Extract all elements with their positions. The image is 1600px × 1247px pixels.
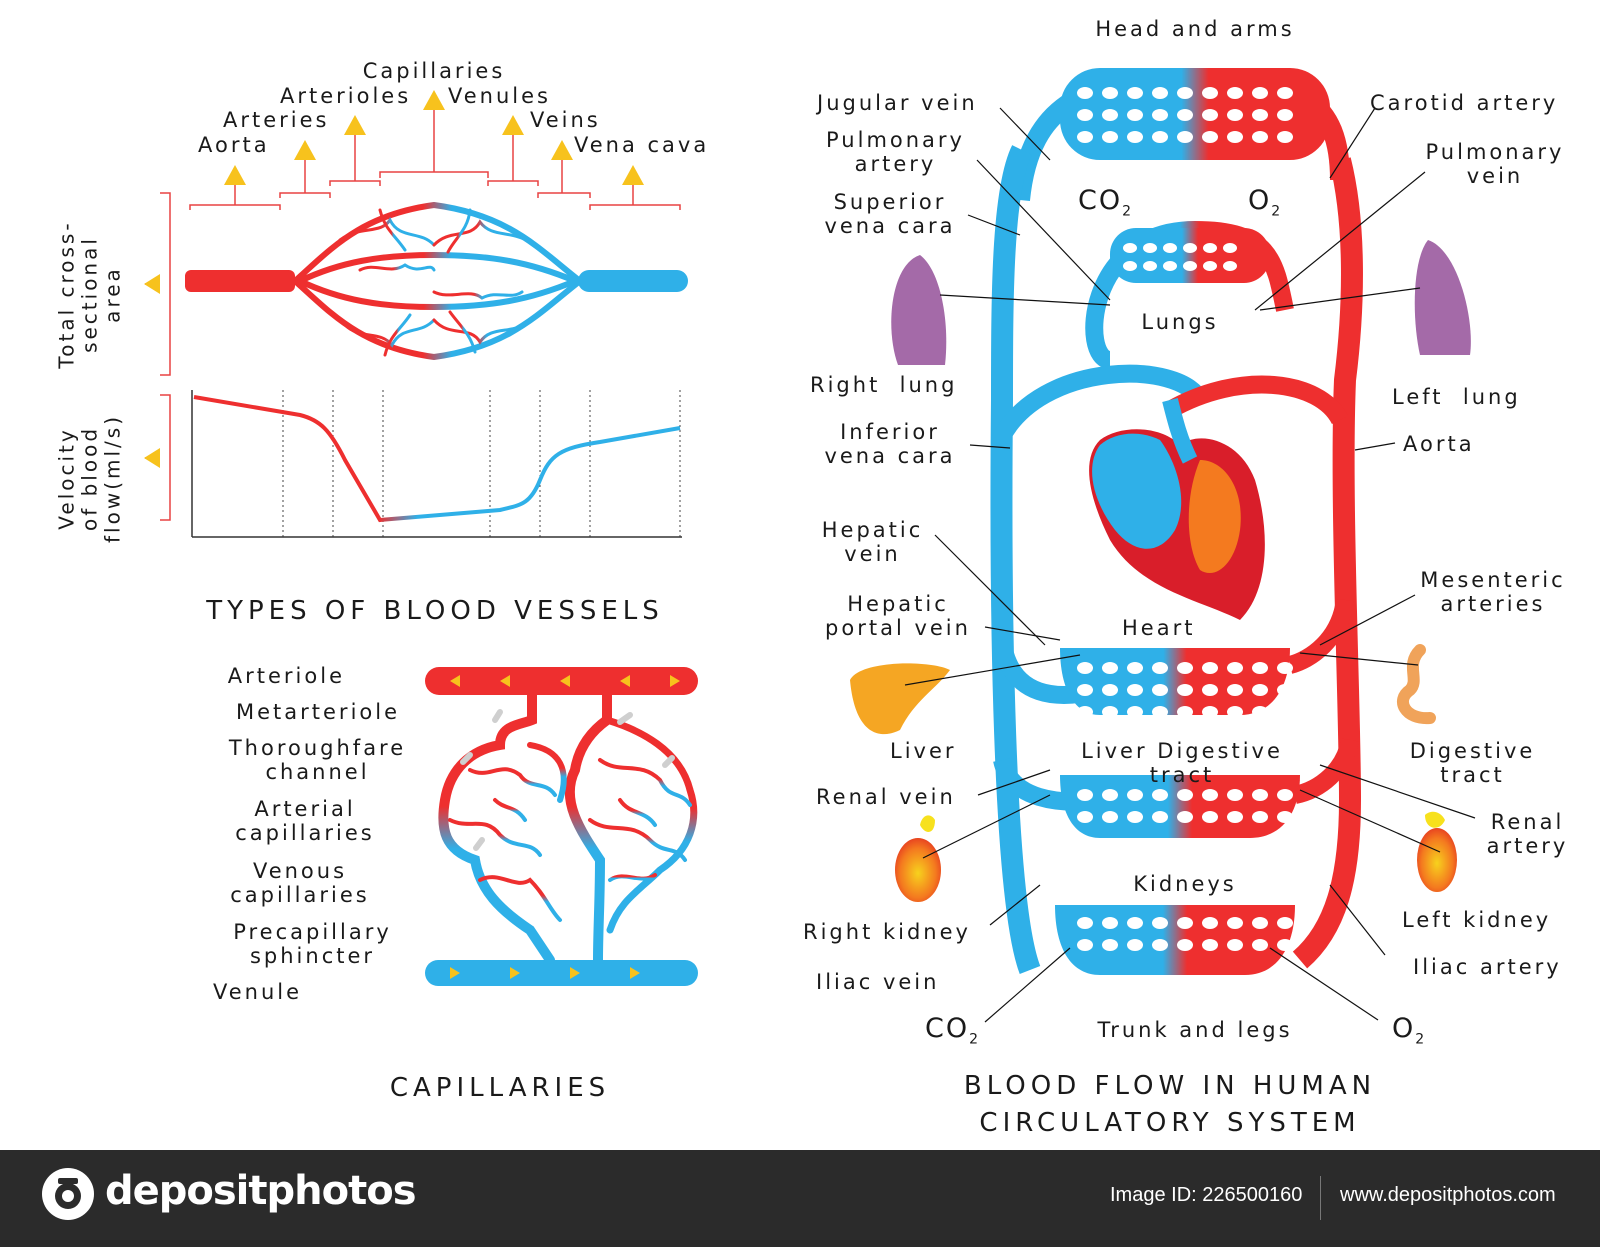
axis-label-cross-section: Total cross- sectional area	[54, 220, 125, 369]
label-pulmonary-vein: Pulmonary vein	[1425, 140, 1565, 188]
label-o2-trunk: O2	[1392, 1013, 1427, 1048]
label-kidneys: Kidneys	[1133, 872, 1237, 896]
right-lung	[891, 255, 947, 365]
aorta-vessel	[1292, 157, 1363, 969]
label-head-and-arms: Head and arms	[1095, 17, 1295, 41]
liver-organ	[850, 663, 950, 735]
footer-bar: depositphotos Image ID: 226500160 www.de…	[0, 1150, 1600, 1247]
label-digestive-tract: Digestive tract	[1409, 739, 1536, 787]
label-pulmonary-artery: Pulmonary artery	[826, 128, 965, 176]
label-heart: Heart	[1122, 616, 1196, 640]
left-kidney-organ	[1417, 828, 1457, 892]
lung-capillary-bed	[1110, 228, 1270, 283]
site-url-link[interactable]: www.depositphotos.com	[1340, 1184, 1556, 1206]
label-metarteriole: Metarteriole	[236, 700, 400, 724]
title-vessel-types: TYPES OF BLOOD VESSELS	[206, 596, 664, 626]
label-aorta-top: Aorta	[198, 133, 270, 157]
image-id: Image ID: 226500160	[1110, 1184, 1303, 1206]
digestive-tract-organ	[1397, 644, 1436, 725]
circulation-diagram	[850, 67, 1476, 1023]
label-right-lung: Right lung	[810, 373, 958, 397]
vessel-network	[185, 201, 688, 361]
label-renal-artery: Renal artery	[1486, 810, 1569, 858]
label-jugular-vein: Jugular vein	[817, 91, 978, 115]
label-arteriole: Arteriole	[227, 664, 345, 688]
label-venule: Venule	[213, 980, 303, 1004]
label-thoroughfare-channel: Thoroughfare channel	[228, 736, 407, 784]
brand-wordmark[interactable]: depositphotos	[105, 1168, 417, 1214]
capillary-bed-diagram	[425, 667, 698, 986]
label-inferior-vena-cava: Inferior vena cara	[824, 420, 956, 468]
label-venules: Venules	[448, 84, 551, 108]
digestive-capillary-bed	[1060, 648, 1290, 715]
capillary-pores	[1077, 87, 1293, 951]
vessel-arrows	[144, 90, 644, 468]
vena-cava-vessel	[990, 145, 1041, 974]
leader-lines	[904, 107, 1476, 1023]
velocity-curve	[193, 395, 681, 523]
label-capillaries-top: Capillaries	[362, 59, 506, 83]
right-kidney-organ	[895, 838, 941, 902]
label-iliac-artery: Iliac artery	[1413, 955, 1562, 979]
label-co2-trunk: CO2	[925, 1013, 981, 1048]
label-venous-capillaries: Venous capillaries	[230, 859, 370, 907]
label-hepatic-vein: Hepatic vein	[821, 518, 924, 566]
label-mesenteric-arteries: Mesenteric arteries	[1420, 568, 1566, 616]
label-precapillary-sphincter: Precapillary sphincter	[233, 920, 392, 968]
footer-separator	[1320, 1176, 1321, 1220]
label-left-kidney: Left kidney	[1402, 908, 1552, 932]
label-vena-cava-top: Vena cava	[574, 133, 710, 157]
label-arteries: Arteries	[223, 108, 330, 132]
title-capillaries: CAPILLARIES	[389, 1073, 611, 1103]
axis-label-velocity: Velocity of blood flow(ml/s)	[54, 414, 125, 543]
vessel-types-diagram	[144, 90, 688, 538]
segment-brackets	[145, 110, 681, 521]
venule-vessel	[425, 960, 698, 986]
label-iliac-vein: Iliac vein	[816, 970, 940, 994]
label-liver: Liver	[890, 739, 957, 763]
label-arterioles: Arterioles	[280, 84, 412, 108]
diagram-graphics	[144, 67, 1476, 1023]
label-liver-digestive-tract: Liver Digestive tract	[1081, 739, 1283, 787]
label-left-lung: Left lung	[1392, 385, 1521, 409]
capillary-network	[438, 690, 698, 965]
camera-logo-icon	[42, 1168, 94, 1220]
label-lungs: Lungs	[1141, 310, 1219, 334]
title-blood-flow: BLOOD FLOW IN HUMAN CIRCULATORY SYSTEM	[963, 1071, 1377, 1138]
label-renal-vein: Renal vein	[816, 785, 956, 809]
label-right-kidney: Right kidney	[803, 920, 971, 944]
diagram-canvas: Total cross- sectional area Velocity of …	[54, 17, 1569, 1138]
heart-graphic	[1089, 398, 1265, 620]
capillary-flow-arrows	[450, 675, 680, 979]
label-veins: Veins	[530, 108, 601, 132]
velocity-chart	[191, 390, 682, 538]
label-superior-vena-cava: Superior vena cara	[824, 190, 956, 238]
label-trunk-and-legs: Trunk and legs	[1097, 1018, 1293, 1042]
label-carotid-artery: Carotid artery	[1370, 91, 1559, 115]
label-hepatic-portal-vein: Hepatic portal vein	[825, 592, 971, 640]
label-co2-lungs: CO2	[1078, 185, 1134, 220]
label-aorta: Aorta	[1403, 432, 1475, 456]
left-lung	[1414, 240, 1471, 355]
label-o2-lungs: O2	[1248, 185, 1283, 220]
label-arterial-capillaries: Arterial capillaries	[235, 797, 375, 845]
